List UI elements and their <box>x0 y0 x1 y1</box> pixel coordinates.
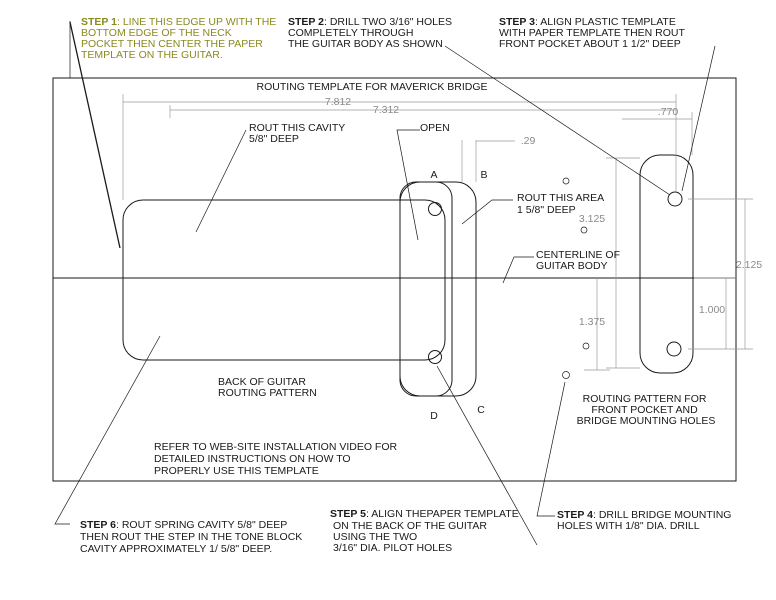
dim-7812: 7.812 <box>325 96 351 108</box>
step4-text: STEP 4: DRILL BRIDGE MOUNTING HOLES WITH… <box>557 509 734 532</box>
label-centerline: CENTERLINE OF GUITAR BODY <box>536 249 623 272</box>
mounting-hole-1 <box>562 177 570 185</box>
label-back-pattern: BACK OF GUITAR ROUTING PATTERN <box>218 376 317 399</box>
bridge-hole-bottom <box>666 341 682 357</box>
front-pocket <box>639 154 694 374</box>
corner-d: D <box>430 410 438 422</box>
corner-a: A <box>430 169 437 181</box>
pilot-hole-bottom <box>428 350 442 364</box>
dim-3125: 3.125 <box>579 213 605 225</box>
dim-7312: 7.312 <box>373 104 399 116</box>
dim-1000: 1.000 <box>699 304 725 316</box>
label-rout-cavity: ROUT THIS CAVITY 5/8" DEEP <box>249 122 348 145</box>
step5-text: STEP 5: ALIGN THEPAPER TEMPLATE ON THE B… <box>330 508 522 554</box>
dimension-lines <box>122 94 753 371</box>
mounting-hole-2 <box>580 226 588 234</box>
dim-1375: 1.375 <box>579 316 605 328</box>
label-front-pattern: ROUTING PATTERN FOR FRONT POCKET AND BRI… <box>577 393 716 427</box>
label-rout-area: ROUT THIS AREA 1 5/8" DEEP <box>517 192 606 216</box>
template-border <box>52 77 737 482</box>
mounting-hole-4 <box>562 371 570 379</box>
tone-block-step-outer <box>399 181 477 397</box>
tone-block-step-inner <box>399 181 453 397</box>
mounting-hole-3 <box>582 342 590 350</box>
bridge-hole-top <box>667 191 683 207</box>
corner-c: C <box>477 404 485 416</box>
template-title: ROUTING TEMPLATE FOR MAVERICK BRIDGE <box>256 81 487 93</box>
label-refer: REFER TO WEB-SITE INSTALLATION VIDEO FOR… <box>154 441 400 477</box>
leader-lines <box>54 21 716 546</box>
dim-29: .29 <box>521 135 536 147</box>
step6-text: STEP 6: ROUT SPRING CAVITY 5/8" DEEP THE… <box>80 519 305 555</box>
label-open: OPEN <box>420 122 450 134</box>
pilot-hole-top <box>428 202 442 216</box>
spring-cavity <box>122 199 446 361</box>
dim-2125: 2.125 <box>736 259 762 271</box>
dim-770: .770 <box>658 106 679 118</box>
step1-text: STEP 1: LINE THIS EDGE UP WITH THE BOTTO… <box>81 16 279 61</box>
corner-b: B <box>480 169 487 181</box>
step2-text: STEP 2: DRILL TWO 3/16" HOLES COMPLETELY… <box>288 16 455 50</box>
step3-text: STEP 3: ALIGN PLASTIC TEMPLATE WITH PAPE… <box>499 16 688 50</box>
